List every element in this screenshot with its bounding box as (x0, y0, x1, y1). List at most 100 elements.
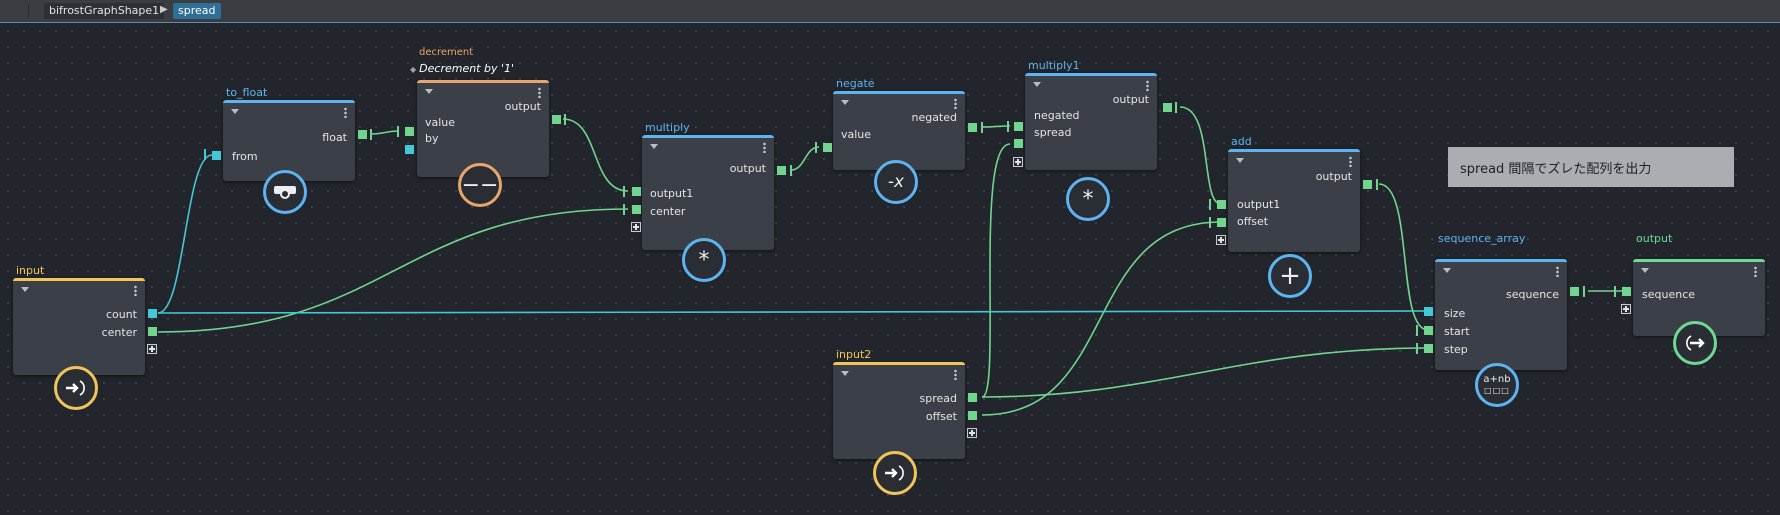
node-menu-icon[interactable] (1556, 266, 1559, 277)
node-input2[interactable]: spread offset (833, 362, 965, 459)
wire-float-to-value (370, 130, 400, 135)
port-offset-out[interactable] (968, 411, 977, 420)
port-label-offset: offset (925, 410, 957, 423)
decrement-icon: −− (458, 163, 502, 207)
node-multiply-title: multiply (645, 121, 690, 134)
port-label-center: center (650, 205, 686, 218)
collapse-arrow-icon[interactable] (231, 109, 239, 114)
add-port-icon[interactable] (631, 222, 641, 232)
node-menu-icon[interactable] (954, 369, 957, 380)
port-negated-in[interactable] (1014, 122, 1023, 131)
input-arrow-icon (873, 451, 917, 495)
port-negated-connector (1007, 121, 1009, 132)
node-menu-icon[interactable] (1146, 80, 1149, 91)
port-multiply-output-out[interactable] (777, 166, 786, 175)
port-value-in[interactable] (823, 143, 832, 152)
add-port-icon[interactable] (1621, 304, 1631, 314)
node-add[interactable]: output output1 offset (1228, 149, 1360, 252)
port-label-sequence: sequence (1505, 288, 1559, 301)
node-menu-icon[interactable] (1349, 156, 1352, 167)
port-spread-in[interactable] (1014, 139, 1023, 148)
node-menu-icon[interactable] (763, 142, 766, 153)
node-add-title: add (1231, 135, 1252, 148)
collapse-arrow-icon[interactable] (1033, 82, 1041, 87)
port-label-float: float (322, 131, 347, 144)
add-port-icon[interactable] (147, 344, 157, 354)
port-count-out[interactable] (148, 309, 157, 318)
add-icon: + (1268, 254, 1312, 298)
port-output1-connector (623, 186, 625, 197)
breadcrumb-item-current[interactable]: spread (173, 3, 221, 19)
node-decrement[interactable]: output value by (417, 80, 549, 177)
node-sequence-array-title: sequence_array (1438, 232, 1526, 245)
port-output1-in[interactable] (1217, 200, 1226, 209)
wire-input2-offset-to-offset (981, 221, 1222, 416)
add-port-icon[interactable] (967, 428, 977, 438)
port-step-in[interactable] (1424, 344, 1433, 353)
wire-count-to-size (157, 310, 1429, 314)
node-menu-icon[interactable] (954, 98, 957, 109)
port-multiply1-output-out[interactable] (1163, 103, 1172, 112)
port-output-connector (790, 165, 792, 176)
node-negate[interactable]: negated value (833, 91, 965, 170)
port-value-in[interactable] (405, 127, 414, 136)
add-port-icon[interactable] (1013, 157, 1023, 167)
port-label-negated: negated (1034, 109, 1080, 122)
node-menu-icon[interactable] (1754, 266, 1757, 277)
port-label-output: output (504, 100, 541, 113)
port-label-output1: output1 (1237, 198, 1281, 211)
comment-note[interactable]: spread 間隔でズレた配列を出力 (1448, 147, 1734, 187)
node-negate-title: negate (836, 77, 875, 90)
node-menu-icon[interactable] (134, 285, 137, 296)
sequence-array-icon: a+nb □□□ (1475, 363, 1519, 407)
collapse-arrow-icon[interactable] (841, 371, 849, 376)
graph-canvas[interactable]: input count center to_float float from d… (0, 23, 1780, 515)
node-menu-icon[interactable] (344, 107, 347, 118)
port-label-step: step (1444, 343, 1468, 356)
port-output-connector (1175, 102, 1177, 113)
collapse-arrow-icon[interactable] (425, 89, 433, 94)
port-spread-out[interactable] (968, 393, 977, 402)
port-negated-out[interactable] (968, 123, 977, 132)
pin-icon: ◆ (410, 65, 417, 74)
port-offset-in[interactable] (1217, 218, 1226, 227)
port-center-in[interactable] (632, 205, 641, 214)
port-label-output: output (1315, 170, 1352, 183)
port-label-negated: negated (911, 111, 957, 124)
port-by-in[interactable] (405, 145, 414, 154)
wire-spread-to-step (981, 347, 1429, 398)
port-start-in[interactable] (1424, 326, 1433, 335)
collapse-arrow-icon[interactable] (841, 100, 849, 105)
port-label-spread: spread (1034, 126, 1072, 139)
port-offset-connector (1209, 217, 1211, 228)
camera-icon (263, 170, 307, 214)
port-sequence-out[interactable] (1570, 287, 1579, 296)
node-multiply[interactable]: output output1 center (642, 135, 774, 250)
port-output1-in[interactable] (632, 187, 641, 196)
port-float-out[interactable] (358, 130, 367, 139)
node-output-title: output (1636, 232, 1673, 245)
port-label-output1: output1 (650, 187, 694, 200)
port-negated-connector (981, 122, 983, 133)
port-sequence-connector (1583, 286, 1585, 297)
toolbar-grip[interactable] (4, 4, 29, 18)
port-sequence-in[interactable] (1622, 287, 1631, 296)
add-port-icon[interactable] (1216, 235, 1226, 245)
node-to-float[interactable]: float from (223, 100, 355, 181)
collapse-arrow-icon[interactable] (1236, 158, 1244, 163)
port-from-in[interactable] (212, 151, 221, 160)
breadcrumb-item-graph[interactable]: bifrostGraphShape1 (44, 3, 165, 19)
collapse-arrow-icon[interactable] (1641, 268, 1649, 273)
port-decrement-output-out[interactable] (552, 115, 561, 124)
node-sequence-array[interactable]: sequence size start step (1435, 259, 1567, 370)
node-menu-icon[interactable] (538, 87, 541, 98)
port-size-in[interactable] (1424, 307, 1433, 316)
collapse-arrow-icon[interactable] (21, 287, 29, 292)
port-center-out[interactable] (148, 327, 157, 336)
node-input2-title: input2 (836, 348, 872, 361)
collapse-arrow-icon[interactable] (1443, 268, 1451, 273)
node-multiply1[interactable]: output negated spread (1025, 73, 1157, 170)
port-add-output-out[interactable] (1363, 180, 1372, 189)
node-input[interactable]: count center (13, 278, 145, 375)
collapse-arrow-icon[interactable] (650, 144, 658, 149)
